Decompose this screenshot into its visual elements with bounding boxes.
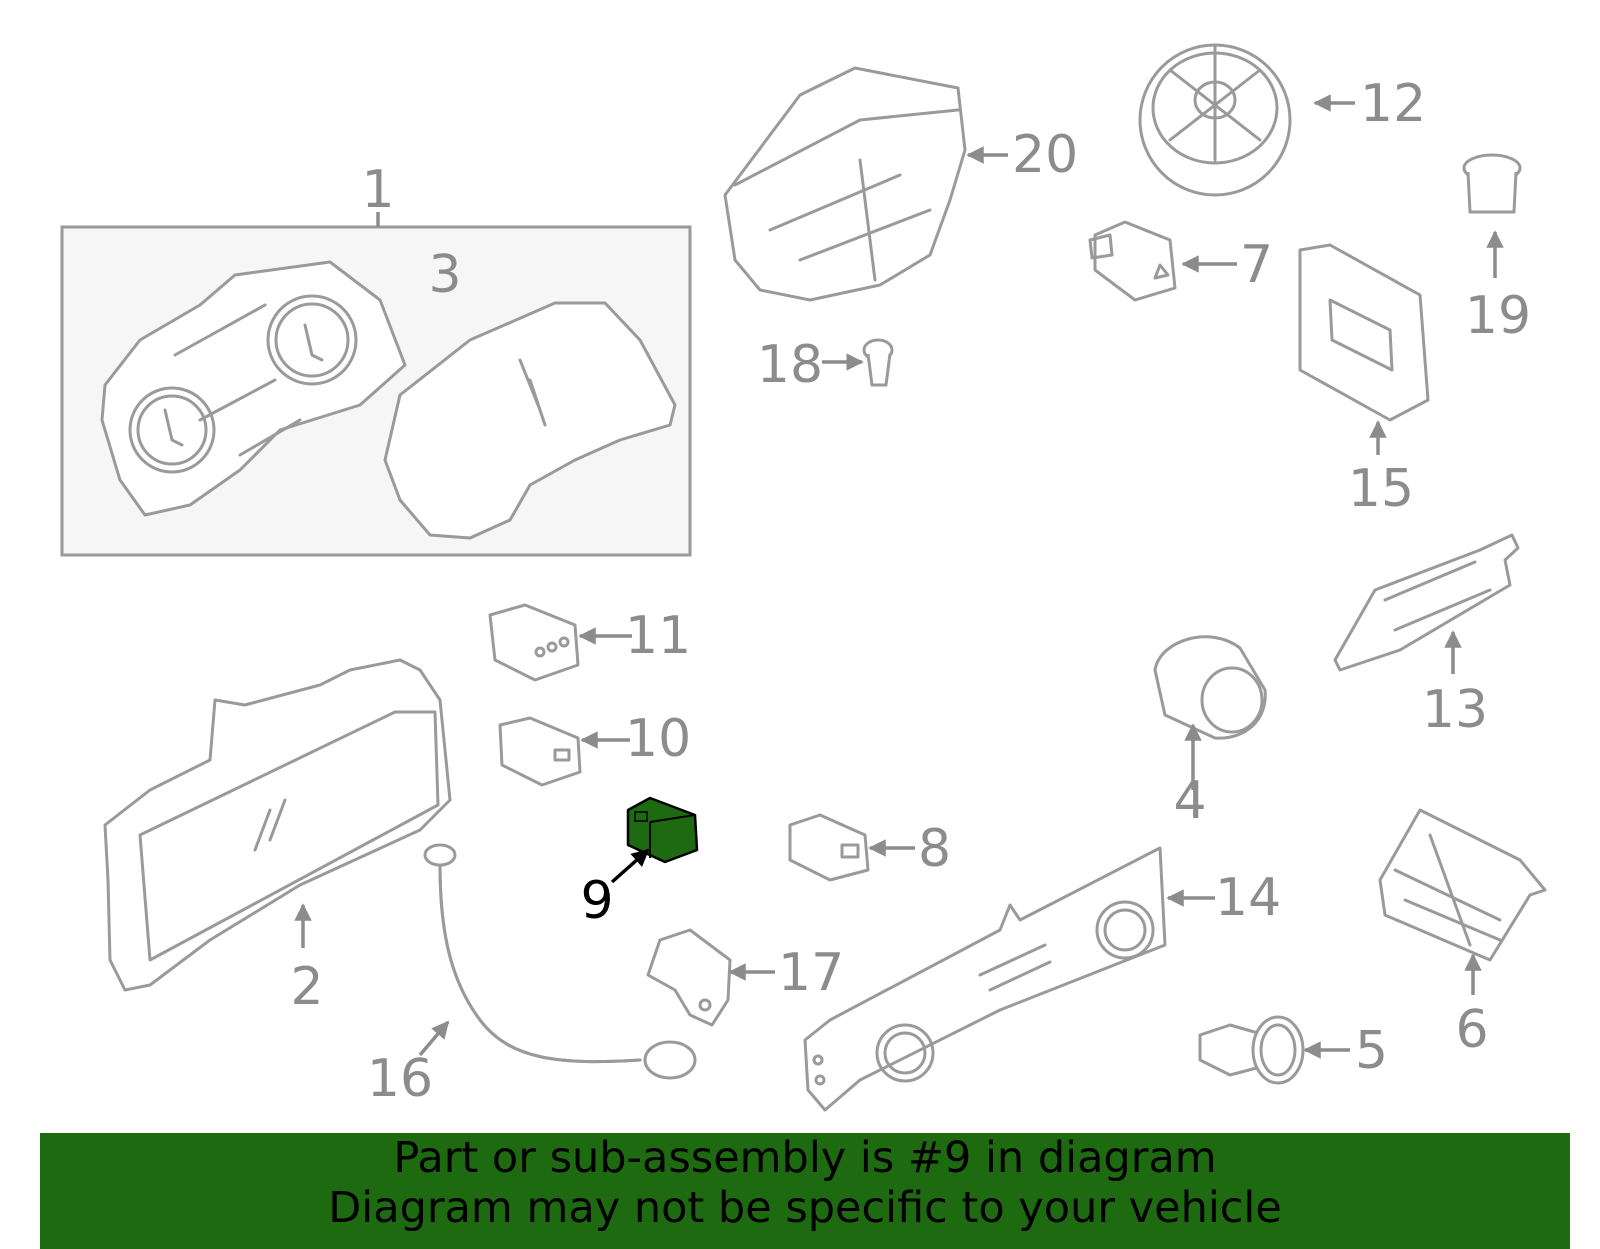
part-9-switch-highlighted[interactable] <box>610 796 699 884</box>
part-18-clip[interactable] <box>822 338 894 387</box>
callout-1: 1 <box>361 160 394 220</box>
callout-3: 3 <box>428 245 461 305</box>
part-3-cluster-lens[interactable] <box>383 301 677 540</box>
callout-14: 14 <box>1215 868 1281 928</box>
callout-8: 8 <box>918 819 951 879</box>
part-16-wiring-harness[interactable] <box>418 843 697 1080</box>
part-10-switch[interactable] <box>498 716 630 787</box>
part-6-module-bracket[interactable] <box>1378 808 1547 995</box>
callout-18: 18 <box>757 335 823 395</box>
info-banner: Part or sub-assembly is #9 in diagram Di… <box>40 1133 1570 1249</box>
callout-5: 5 <box>1355 1021 1388 1081</box>
part-13-bracket-module[interactable] <box>1333 533 1520 674</box>
callout-12: 12 <box>1360 74 1426 134</box>
callout-6: 6 <box>1455 1000 1488 1060</box>
part-20-module[interactable] <box>723 66 1008 302</box>
part-15-control-module[interactable] <box>1298 243 1430 455</box>
part-14-climate-control-panel[interactable] <box>803 846 1215 1112</box>
banner-line-2: Diagram may not be specific to your vehi… <box>328 1183 1282 1233</box>
callout-17: 17 <box>778 943 844 1003</box>
part-12-speaker[interactable] <box>1138 43 1355 197</box>
callout-2: 2 <box>290 957 323 1017</box>
part-8-switch[interactable] <box>788 813 915 882</box>
callout-13: 13 <box>1422 680 1488 740</box>
callout-20: 20 <box>1012 125 1078 185</box>
callout-7: 7 <box>1240 235 1273 295</box>
callout-9: 9 <box>580 871 613 931</box>
callout-19: 19 <box>1465 286 1531 346</box>
banner-line-1: Part or sub-assembly is #9 in diagram <box>393 1133 1217 1183</box>
part-5-connector[interactable] <box>1198 1015 1350 1085</box>
part-17-sensor[interactable] <box>646 928 775 1027</box>
part-2-display-cluster[interactable] <box>103 658 452 992</box>
callout-11: 11 <box>625 606 691 666</box>
callout-10: 10 <box>625 709 691 769</box>
part-11-switch[interactable] <box>488 603 632 682</box>
callout-16: 16 <box>367 1049 433 1109</box>
callout-4: 4 <box>1173 771 1206 831</box>
part-7-switch[interactable] <box>1088 220 1237 302</box>
part-4-knob[interactable] <box>1153 635 1267 790</box>
callout-15: 15 <box>1348 459 1414 519</box>
part-19-cap[interactable] <box>1462 153 1522 278</box>
callout-labels: 1 3 2 16 20 12 19 7 15 18 11 10 9 8 17 4… <box>290 74 1531 1109</box>
